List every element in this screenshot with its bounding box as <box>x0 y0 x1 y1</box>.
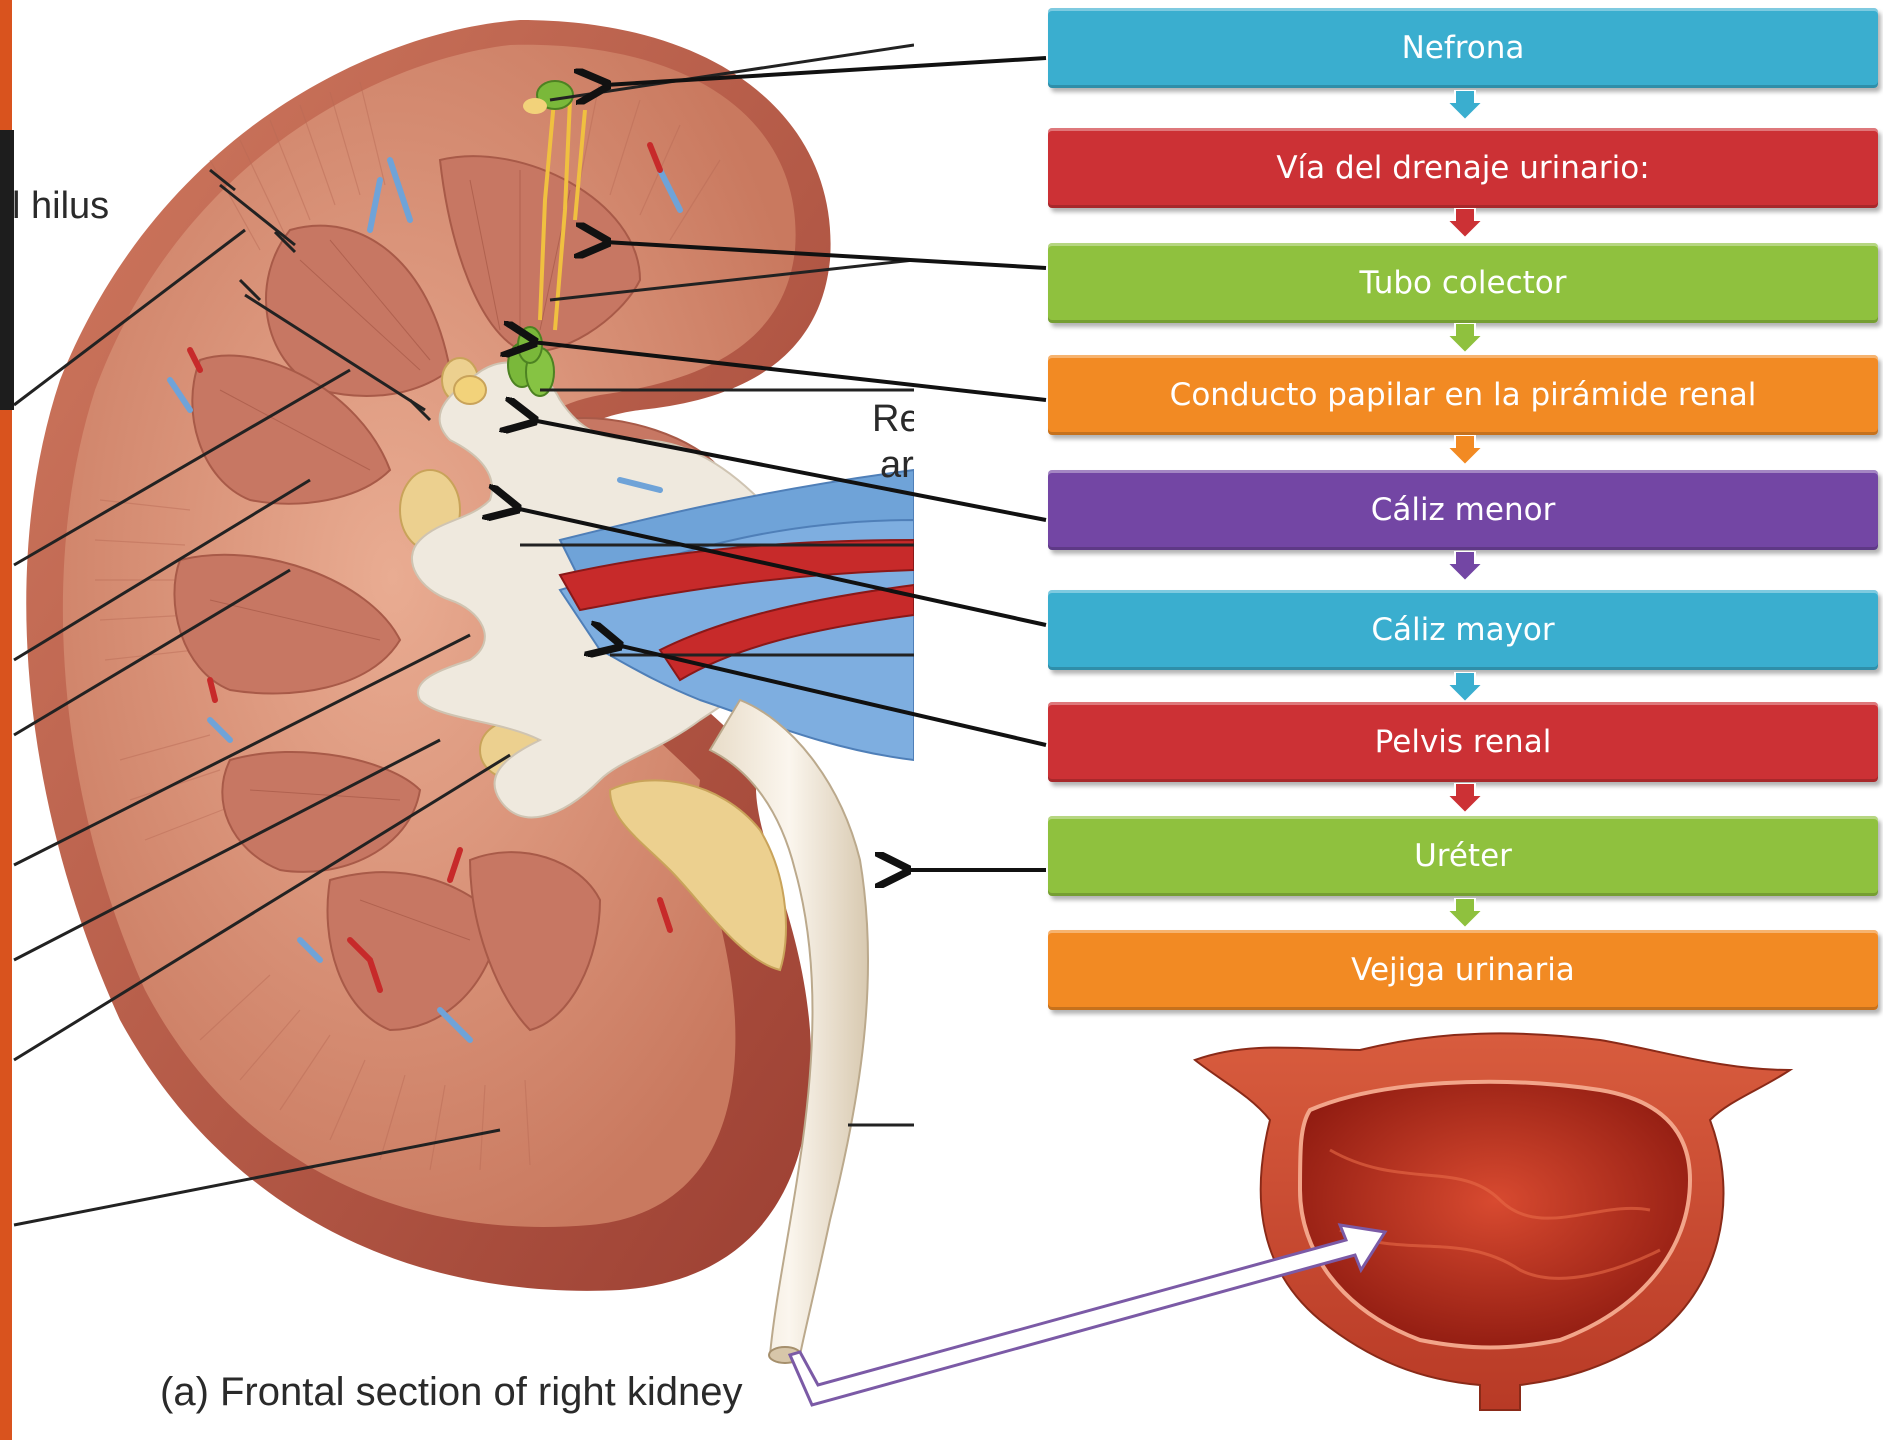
flow-step-label: Vía del drenaje urinario: <box>1276 150 1649 186</box>
urinary-bladder <box>1195 1033 1790 1410</box>
flow-down-arrow-icon <box>1447 208 1483 238</box>
flow-step-label: Tubo colector <box>1360 265 1567 301</box>
flow-down-arrow-icon <box>1447 783 1483 813</box>
flow-step-pelvis-renal: Pelvis renal <box>1048 702 1878 782</box>
flow-down-arrow-icon <box>1447 551 1483 581</box>
flow-step-label: Uréter <box>1414 838 1512 874</box>
flow-step-caliz-mayor: Cáliz mayor <box>1048 590 1878 670</box>
flow-down-arrow-icon <box>1447 323 1483 353</box>
hilus-label: l hilus <box>12 185 109 228</box>
flow-step-label: Cáliz menor <box>1371 492 1556 528</box>
flow-step-caliz-menor: Cáliz menor <box>1048 470 1878 550</box>
ureter-opening <box>769 1347 801 1363</box>
flow-step-label: Conducto papilar en la pirámide renal <box>1170 377 1757 413</box>
flow-step-conducto-papilar: Conducto papilar en la pirámide renal <box>1048 355 1878 435</box>
image-crop-mask <box>914 0 1044 1000</box>
flow-down-arrow-icon <box>1447 435 1483 465</box>
flow-step-label: Cáliz mayor <box>1371 612 1554 648</box>
renal-artery-label-fragment-2: ar <box>880 444 914 487</box>
flow-step-label: Pelvis renal <box>1375 724 1552 760</box>
flow-down-arrow-icon <box>1447 672 1483 702</box>
flow-step-nefrona: Nefrona <box>1048 8 1878 88</box>
flow-down-arrow-icon <box>1447 898 1483 928</box>
flow-step-vejiga: Vejiga urinaria <box>1048 930 1878 1010</box>
flow-step-ureter: Uréter <box>1048 816 1878 896</box>
flow-step-via-drenaje: Vía del drenaje urinario: <box>1048 128 1878 208</box>
illustration-caption: (a) Frontal section of right kidney <box>160 1370 742 1415</box>
flow-step-label: Nefrona <box>1402 30 1525 66</box>
flow-step-label: Vejiga urinaria <box>1351 952 1575 988</box>
flow-step-tubo-colector: Tubo colector <box>1048 243 1878 323</box>
flow-down-arrow-icon <box>1447 90 1483 120</box>
